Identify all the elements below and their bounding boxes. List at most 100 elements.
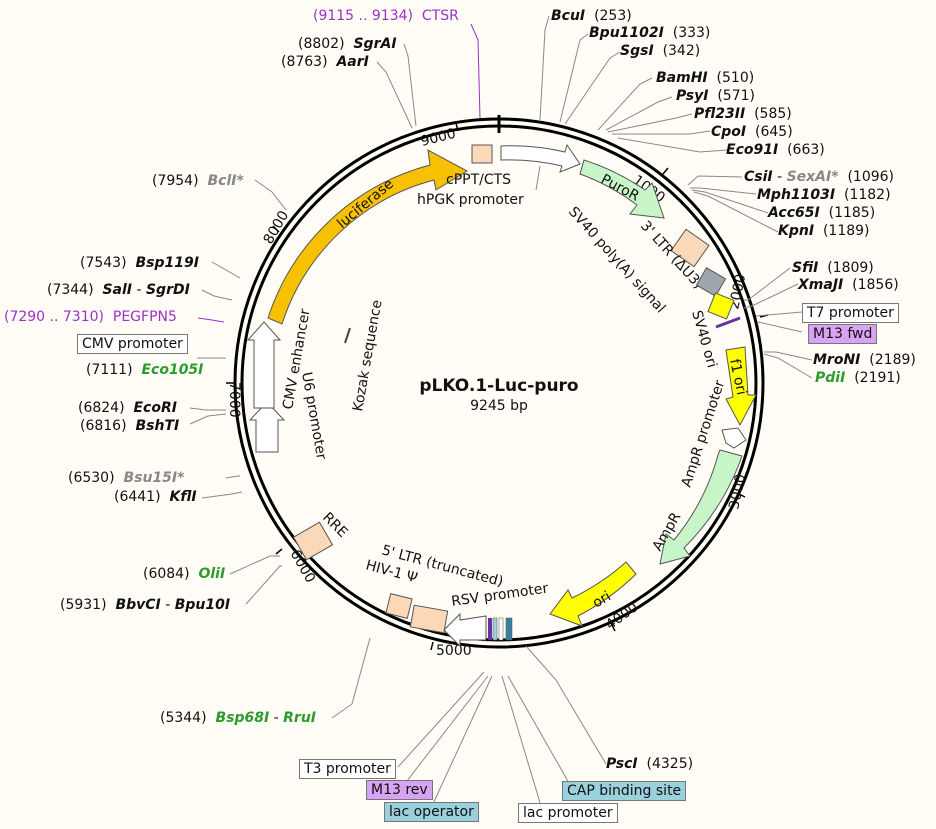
site-mph1103i[interactable]: Mph1103I (1182) (757, 187, 891, 203)
t7-promoter-label[interactable]: T7 promoter (802, 303, 899, 323)
site-kfli[interactable]: (6441) KflI (114, 489, 197, 505)
lac-promoter-mark (498, 617, 504, 641)
ctsr-primer-label[interactable]: (9115 .. 9134) CTSR (313, 8, 459, 24)
site-sfii[interactable]: SfiI (1809) (792, 260, 874, 276)
ori-arrow[interactable] (549, 561, 637, 627)
site-bsp119i[interactable]: (7543) Bsp119I (80, 255, 199, 271)
site-pos: (510) (716, 70, 755, 86)
site-name: SgsI (620, 43, 654, 59)
site-pos: (585) (754, 106, 792, 122)
site-pos: (1189) (822, 223, 870, 239)
site-name: MroNI (813, 352, 861, 368)
site-name-2: SexAI* (786, 169, 839, 185)
site-name: KpnI (778, 223, 815, 239)
t3-promoter-label[interactable]: T3 promoter (299, 759, 396, 779)
site-name-2: SgrDI (145, 282, 190, 298)
f1-ori-arrow[interactable] (725, 346, 757, 427)
ampr-arrow[interactable] (659, 449, 743, 565)
site-bcli[interactable]: (7954) BclI* (152, 173, 244, 189)
m13fwd-primer-mark (715, 316, 741, 329)
ampr-promoter-arrow[interactable] (721, 427, 747, 449)
site-bpu1102i[interactable]: Bpu1102I (333) (589, 25, 710, 41)
site-pos: (571) (717, 88, 755, 104)
f1ori-label: f1 ori (726, 358, 749, 397)
site-psyi[interactable]: PsyI (571) (676, 88, 755, 104)
site-pos: (6824) (78, 400, 125, 416)
site-bsu15i[interactable]: (6530) Bsu15I* (68, 470, 184, 486)
site-pos: (5931) (60, 597, 107, 613)
cppt-label: cPPT/CTS (446, 172, 511, 188)
luciferase-arrow[interactable] (267, 149, 469, 325)
site-pos: (5344) (160, 710, 207, 726)
site-xmaji[interactable]: XmaJI (1856) (798, 277, 899, 293)
site-pos: (1809) (827, 260, 874, 276)
site-psci[interactable]: PscI (4325) (606, 756, 693, 772)
pegfpn5-primer-label[interactable]: (7290 .. 7310) PEGFPN5 (4, 309, 177, 325)
hiv-psi-box[interactable] (385, 593, 413, 619)
puror-arrow[interactable] (579, 159, 665, 219)
site-sgsi[interactable]: SgsI (342) (620, 43, 700, 59)
site-name: EcoRI (133, 400, 177, 416)
site-pos: (7111) (86, 362, 133, 378)
site-name: PscI (606, 756, 638, 772)
site-pos: (7954) (152, 173, 199, 189)
m13-rev-label[interactable]: M13 rev (366, 780, 433, 800)
site-name: SalI (102, 282, 133, 298)
site-bamhi[interactable]: BamHI (510) (656, 70, 754, 86)
site-pos: (6084) (143, 566, 190, 582)
site-sgrai[interactable]: (8802) SgrAI (298, 36, 397, 52)
site-name: Bpu1102I (589, 25, 664, 41)
site-kpni[interactable]: KpnI (1189) (778, 223, 870, 239)
site-pos: (1185) (828, 205, 876, 221)
ctsr-name: CTSR (421, 8, 459, 24)
site-aari[interactable]: (8763) AarI (281, 54, 369, 70)
site-bcui[interactable]: BcuI (253) (551, 8, 632, 24)
cppt-box[interactable] (471, 144, 493, 164)
site-mroni[interactable]: MroNI (2189) (813, 352, 916, 368)
site-name: SgrAI (353, 36, 397, 52)
site-sali-sgrdi[interactable]: (7344) SalI - SgrDI (47, 282, 190, 298)
rre-box[interactable] (292, 521, 334, 561)
lac-promoter-label[interactable]: lac promoter (518, 803, 618, 823)
m13-fwd-label[interactable]: M13 fwd (808, 324, 878, 344)
site-pfl23ii[interactable]: Pfl23II (585) (694, 106, 792, 122)
site-name: SfiI (792, 260, 819, 276)
sv40ori-box[interactable] (707, 292, 735, 320)
m13rev-primer-mark (488, 618, 492, 640)
cap-binding-site-label[interactable]: CAP binding site (562, 781, 687, 801)
ltr3-box[interactable] (670, 228, 710, 268)
site-csii-sexai[interactable]: CsiI - SexAI* (1096) (744, 169, 895, 185)
ltr5-box[interactable] (409, 604, 449, 634)
ctsr-range: (9115 .. 9134) (313, 8, 413, 24)
site-pos: (645) (755, 124, 793, 140)
site-cpoi[interactable]: CpoI (645) (711, 124, 793, 140)
site-name: XmaJI (798, 277, 844, 293)
u6-promoter-arrow[interactable] (248, 401, 286, 453)
site-eco105i[interactable]: (7111) Eco105I (86, 362, 203, 378)
rsv-promoter-arrow[interactable] (443, 612, 487, 648)
site-bsp68i-rrui[interactable]: (5344) Bsp68I - RruI (160, 710, 317, 726)
site-ecori[interactable]: (6824) EcoRI (78, 400, 177, 416)
site-pos: (663) (787, 142, 825, 158)
plasmid-title: pLKO.1-Luc-puro (419, 376, 578, 396)
site-name: Mph1103I (757, 187, 836, 203)
site-eco91i[interactable]: Eco91I (663) (726, 142, 825, 158)
site-olii[interactable]: (6084) OliI (143, 566, 225, 582)
site-bbvci-bpu10i[interactable]: (5931) BbvCI - Bpu10I (60, 597, 231, 613)
cmv-promoter-label[interactable]: CMV promoter (77, 334, 188, 354)
site-name: CpoI (711, 124, 747, 140)
site-name: AarI (336, 54, 369, 70)
sv40polya-box[interactable] (695, 267, 727, 297)
cap-binding-mark (505, 617, 513, 641)
site-pos: (1182) (844, 187, 891, 203)
cmv-enhancer-arrow[interactable] (246, 321, 282, 409)
site-pdii[interactable]: PdiI (2191) (815, 370, 901, 386)
site-acc65i[interactable]: Acc65I (1185) (768, 205, 875, 221)
right-leader-lines (397, 15, 813, 807)
hpgk-promoter-arrow[interactable] (500, 143, 581, 173)
site-name: BclI* (207, 173, 244, 189)
site-bshti[interactable]: (6816) BshTI (80, 418, 179, 434)
site-name: BshTI (135, 418, 180, 434)
lac-operator-label[interactable]: lac operator (384, 802, 479, 822)
